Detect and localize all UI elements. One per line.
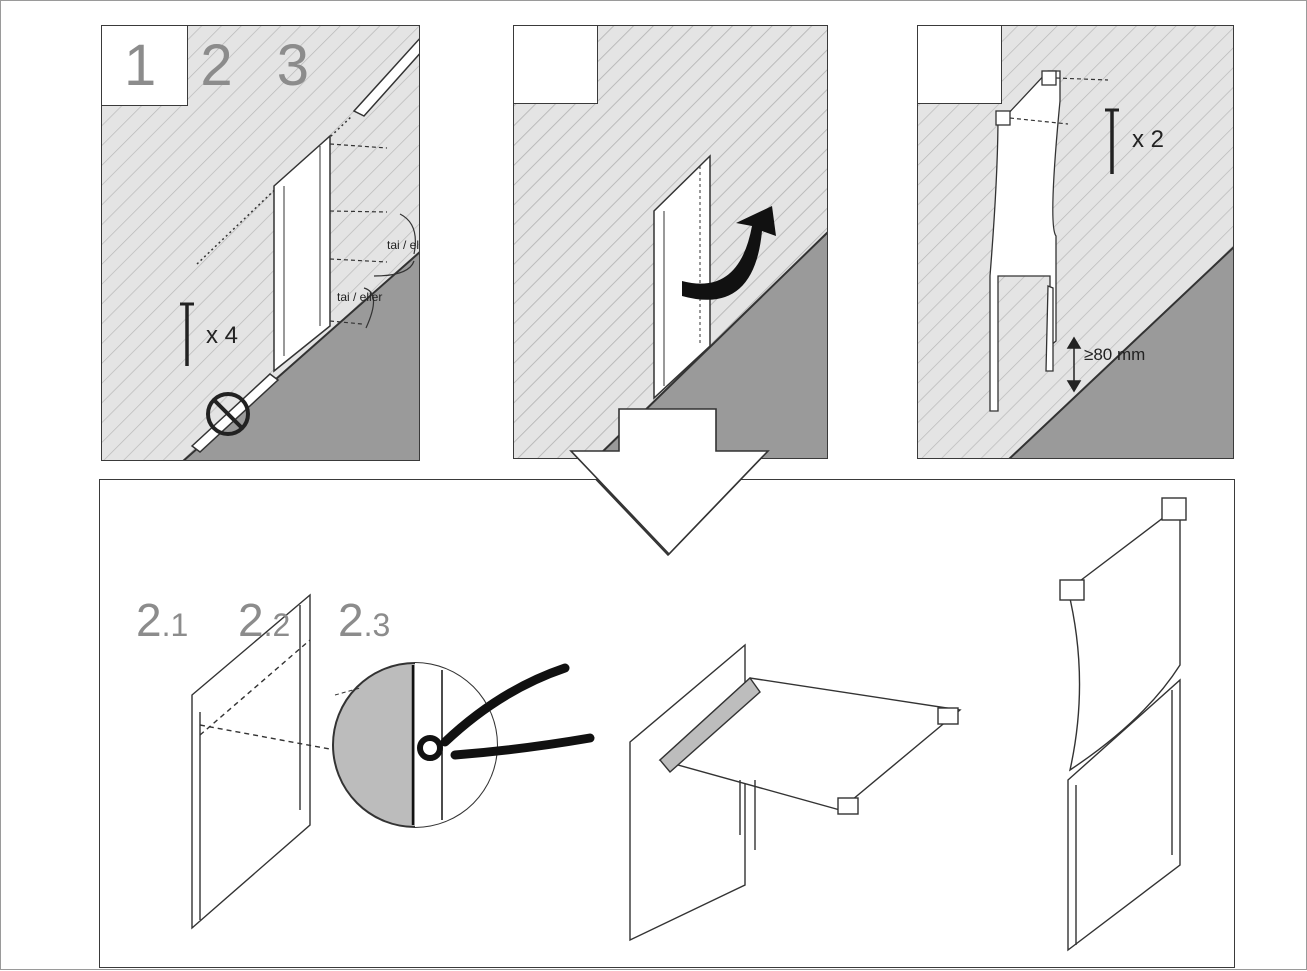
screw-guides — [1009, 77, 1109, 125]
substep-2-2: 2.2 — [238, 593, 290, 647]
substep-2-1: 2.1 — [136, 593, 188, 647]
folded-bracket — [629, 643, 962, 942]
label-tai-eller-lower: tai / eller — [337, 290, 383, 304]
substep-2-2-main: 2 — [238, 594, 264, 646]
step-numbers: 1 2 3 — [124, 32, 323, 99]
rotate-arrow-icon — [682, 206, 776, 300]
step-number-box — [514, 26, 598, 104]
substep-2-1-sub: .1 — [161, 607, 189, 643]
panel-step-1: 1 2 3 tai / eller tai / eller x 4 — [101, 25, 420, 461]
substep-2-2-sub: .2 — [263, 607, 291, 643]
magnified-detail — [332, 662, 498, 828]
pliers-icon — [417, 663, 595, 761]
level-tool — [352, 38, 419, 117]
step-number-box — [102, 26, 188, 106]
panel-step-2-detail: 2.1 2.2 2.3 — [99, 479, 1235, 968]
flat-bracket — [989, 70, 1061, 412]
bracket-with-cut-lines — [191, 593, 336, 930]
finished-bracket — [1059, 497, 1187, 952]
wall-bracket — [653, 154, 711, 400]
clearance-dimension — [1066, 336, 1082, 393]
panel-step-3: x 2 ≥80 mm — [917, 25, 1234, 459]
detail-illustration — [191, 480, 1187, 952]
screw-icon — [1105, 108, 1119, 174]
clearance-label: ≥80 mm — [1084, 345, 1146, 364]
step-3: 3 — [276, 33, 324, 98]
substep-2-3-sub: .3 — [363, 607, 391, 643]
prohibited-icon — [190, 373, 280, 453]
step-1: 1 — [124, 33, 171, 98]
screw-count-2: x 2 — [1132, 126, 1165, 153]
step-2: 2 — [200, 33, 247, 98]
substep-2-3: 2.3 — [338, 593, 390, 647]
screw-icon — [180, 302, 194, 366]
step-number-box — [918, 26, 1002, 104]
screw-guides — [329, 143, 416, 329]
panel-3-illustration — [918, 26, 1233, 458]
panel-step-2 — [513, 25, 828, 459]
down-arrow-icon — [595, 480, 742, 557]
substep-2-1-main: 2 — [136, 594, 162, 646]
label-tai-eller-upper: tai / eller — [387, 238, 420, 252]
screw-count-4: x 4 — [206, 322, 239, 349]
substep-2-3-main: 2 — [338, 594, 364, 646]
wall-bracket — [273, 134, 331, 373]
panel-1-illustration — [102, 26, 419, 460]
